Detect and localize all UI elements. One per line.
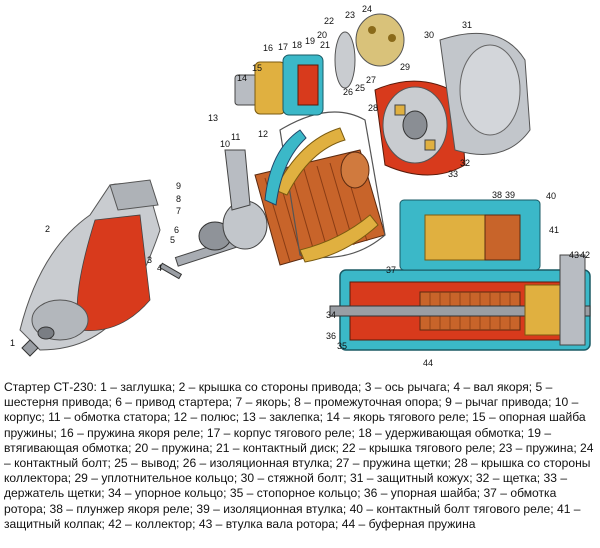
callout-3: 3 [147,255,152,265]
callout-17: 17 [278,42,288,52]
traction-relay [234,13,405,116]
callout-44: 44 [423,358,433,368]
callout-4: 4 [157,263,162,273]
callout-1: 1 [10,338,15,348]
drive-lever [224,149,251,211]
callout-25: 25 [355,83,365,93]
drive-assembly [174,200,268,267]
stator-housing [264,111,386,263]
drive-end-cover [19,179,161,351]
callout-27: 27 [366,75,376,85]
callout-41: 41 [549,225,559,235]
callout-38: 38 [492,190,502,200]
commutator-end-cover [374,80,466,176]
callout-8: 8 [176,194,181,204]
lever-axle [159,262,183,280]
callout-13: 13 [208,113,218,123]
callout-11: 11 [231,132,240,142]
callout-42: 42 [580,250,590,260]
callout-29: 29 [400,62,410,72]
callout-14: 14 [237,73,247,83]
callout-18: 18 [292,40,302,50]
protective-cover [439,32,531,155]
callout-43: 43 [569,250,579,260]
callout-26: 26 [343,87,353,97]
callout-32: 32 [460,158,470,168]
callout-19: 19 [305,36,315,46]
callout-24: 24 [362,4,372,14]
callout-10: 10 [220,139,230,149]
callout-9: 9 [176,181,181,191]
callout-16: 16 [263,43,273,53]
callout-34: 34 [326,310,336,320]
callout-35: 35 [337,341,347,351]
callout-23: 23 [345,10,355,20]
callouts: 1 2 3 4 5 6 7 8 9 10 11 12 13 14 15 16 1… [10,4,590,368]
callout-28: 28 [368,103,378,113]
starter-exploded-diagram: 1 2 3 4 5 6 7 8 9 10 11 12 13 14 15 16 1… [10,4,591,368]
callout-15: 15 [252,63,262,73]
callout-2: 2 [45,224,50,234]
callout-33: 33 [448,169,458,179]
callout-20: 20 [317,30,327,40]
callout-40: 40 [546,191,556,201]
callout-39: 39 [505,190,515,200]
callout-37: 37 [386,265,396,275]
callout-30: 30 [424,30,434,40]
callout-6: 6 [174,225,179,235]
callout-21: 21 [320,40,330,50]
callout-31: 31 [462,20,472,30]
plug [21,339,39,357]
callout-12: 12 [258,129,268,139]
figure-caption: Стартер СТ-230: 1 – заглушка; 2 – крышка… [4,380,594,531]
callout-5: 5 [170,235,175,245]
callout-7: 7 [176,206,181,216]
section-view [329,199,591,351]
callout-36: 36 [326,331,336,341]
callout-22: 22 [324,16,334,26]
